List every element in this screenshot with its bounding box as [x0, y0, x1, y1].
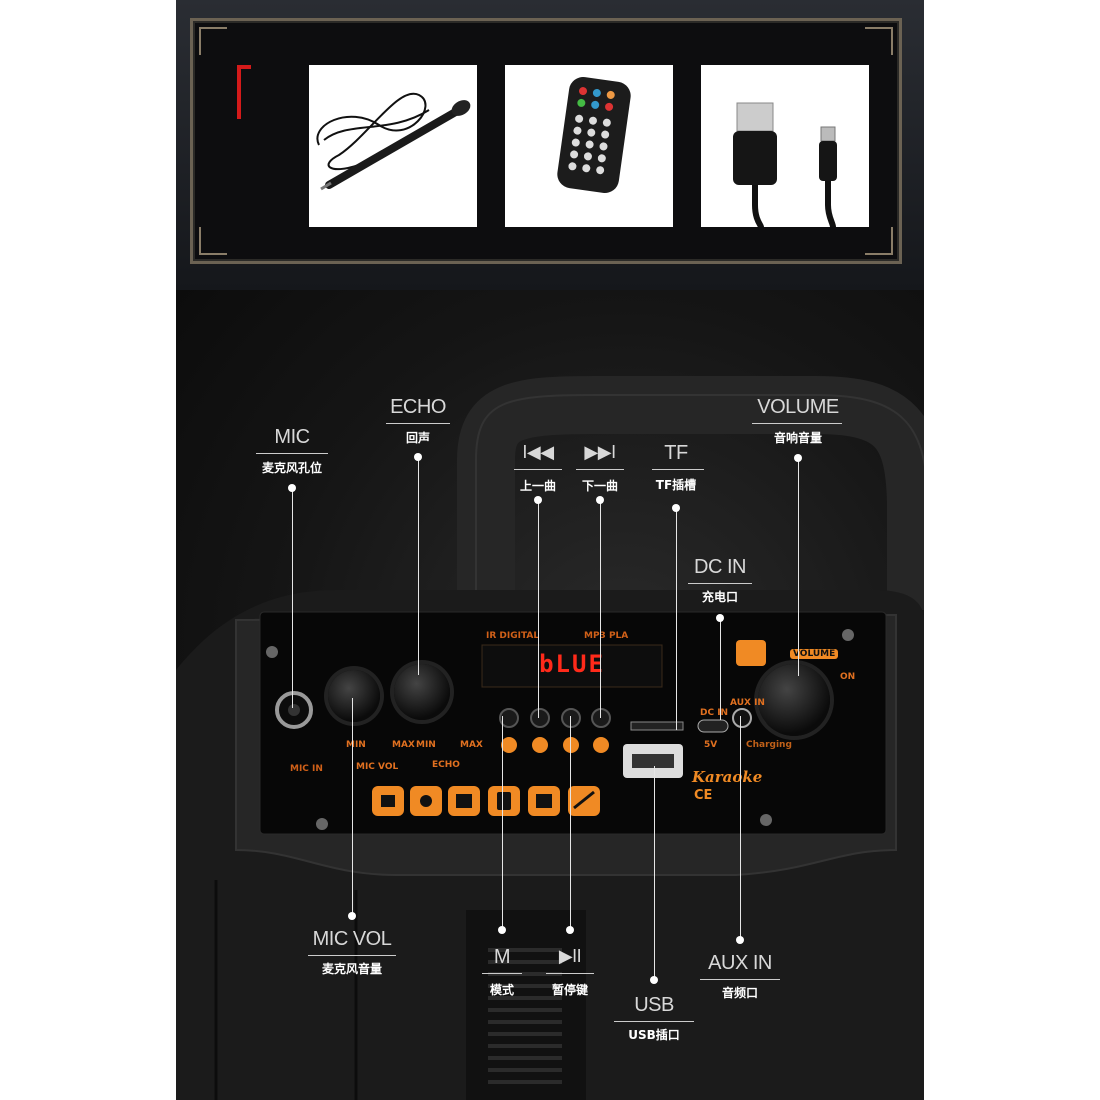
callout-dot-prev: [534, 496, 542, 504]
microphone-icon: [316, 92, 471, 191]
callout-line-micvol: [352, 698, 353, 916]
echo-knob[interactable]: [394, 664, 450, 720]
callout-next-title: ▶▶I: [584, 442, 616, 462]
cable-tile: [701, 65, 869, 228]
callout-underline: [514, 469, 562, 470]
callout-next-sub: 下一曲: [581, 479, 618, 493]
callout-echo-title: ECHO: [390, 396, 446, 418]
callout-dot-auxin: [736, 936, 744, 944]
callout-usb-title: USB: [634, 994, 674, 1016]
callout-mic-sub: 麦克风孔位: [261, 461, 322, 475]
led-display: bLUE: [539, 650, 605, 678]
callout-dot-usb: [650, 976, 658, 984]
callout-tf-sub: TF插槽: [655, 478, 697, 492]
callout-line-volume: [798, 458, 799, 676]
volume-knob[interactable]: [758, 664, 830, 736]
callout-pause-title: ▶II: [558, 946, 582, 966]
accessories-band: [176, 0, 924, 290]
callout-line-usb: [654, 766, 655, 980]
remote-tile: [505, 65, 673, 227]
mic-vol-knob[interactable]: [328, 670, 380, 722]
callout-pause-sub: 暂停键: [551, 983, 588, 997]
min-label: MIN: [416, 740, 436, 750]
microphone-tile: [309, 65, 477, 227]
callout-underline: [700, 979, 780, 980]
callout-volume-title: VOLUME: [757, 396, 839, 418]
callout-underline: [614, 1021, 694, 1022]
callout-dot-volume: [794, 454, 802, 462]
remote-control-icon: [557, 77, 631, 193]
callout-underline: [652, 469, 704, 470]
callout-auxin-title: AUX IN: [708, 952, 772, 974]
callout-underline: [688, 583, 752, 584]
corner-mark-icon: [237, 65, 251, 119]
callout-underline: [482, 973, 522, 974]
callout-micvol-sub: 麦克风音量: [321, 962, 382, 976]
echo-panel-label: ECHO: [432, 760, 460, 770]
callout-usb-sub: USB插口: [628, 1028, 680, 1042]
callout-line-prev: [538, 500, 539, 718]
callout-underline: [256, 453, 328, 454]
on-label: ON: [840, 672, 856, 682]
volume-panel-label: VOLUME: [790, 649, 839, 659]
max-label: MAX: [460, 740, 483, 750]
badge-right: MP3 PLA: [584, 631, 629, 641]
callout-volume-sub: 音响音量: [773, 431, 822, 445]
callout-mic-title: MIC: [274, 426, 310, 448]
aux-in-panel-label: AUX IN: [730, 698, 765, 708]
callout-line-mode: [502, 716, 503, 930]
max-label: MAX: [392, 740, 415, 750]
callout-auxin-sub: 音频口: [721, 986, 758, 1000]
product-image: IR DIGITAL MP3 PLA bLUE MIC IN MIC VOL E…: [176, 0, 924, 1100]
callout-prev-title: I◀◀: [522, 442, 554, 462]
callout-echo-sub: 回声: [405, 431, 430, 445]
dc-5v-label: 5V: [704, 740, 718, 750]
callout-dot-pause: [566, 926, 574, 934]
callout-underline: [752, 423, 842, 424]
callout-dot-micvol: [348, 912, 356, 920]
callout-line-echo: [418, 457, 419, 675]
callout-dot-next: [596, 496, 604, 504]
frame-corner: [865, 27, 893, 55]
callout-line-pause: [570, 716, 571, 930]
callout-dot-dcin: [716, 614, 724, 622]
frame-corner: [865, 227, 893, 255]
callout-underline: [308, 955, 396, 956]
brand-logo: Karaoke: [692, 768, 763, 786]
callout-dot-tf: [672, 504, 680, 512]
callout-dcin-title: DC IN: [694, 556, 746, 578]
callout-line-next: [600, 500, 601, 718]
callout-tf-title: TF: [664, 442, 688, 464]
dc-in-panel-label: DC IN: [700, 708, 729, 718]
callout-line-auxin: [740, 716, 741, 940]
callout-micvol-title: MIC VOL: [312, 928, 392, 950]
accessories-frame: [190, 18, 902, 264]
usb-cable-icon: [733, 102, 837, 228]
frame-corner: [199, 27, 227, 55]
mic-in-label: MIC IN: [290, 764, 323, 774]
charging-label: Charging: [746, 740, 792, 750]
callout-prev-sub: 上一曲: [519, 479, 556, 493]
callout-dcin-sub: 充电口: [701, 590, 738, 604]
callout-dot-mode: [498, 926, 506, 934]
frame-corner: [199, 227, 227, 255]
callout-mode-sub: 模式: [489, 983, 514, 997]
speaker-panel-photo: IR DIGITAL MP3 PLA bLUE MIC IN MIC VOL E…: [176, 290, 924, 1100]
badge-left: IR DIGITAL: [486, 631, 540, 641]
callout-underline: [386, 423, 450, 424]
callout-line-dcin: [720, 618, 721, 720]
callout-underline: [546, 973, 594, 974]
ce-mark: CE: [694, 788, 713, 803]
min-label: MIN: [346, 740, 366, 750]
callout-dot-mic: [288, 484, 296, 492]
callout-line-mic: [292, 488, 293, 708]
callout-line-tf: [676, 508, 677, 730]
callout-dot-echo: [414, 453, 422, 461]
callout-underline: [576, 469, 624, 470]
callout-mode-title: M: [493, 946, 511, 968]
mic-vol-panel-label: MIC VOL: [356, 762, 399, 772]
